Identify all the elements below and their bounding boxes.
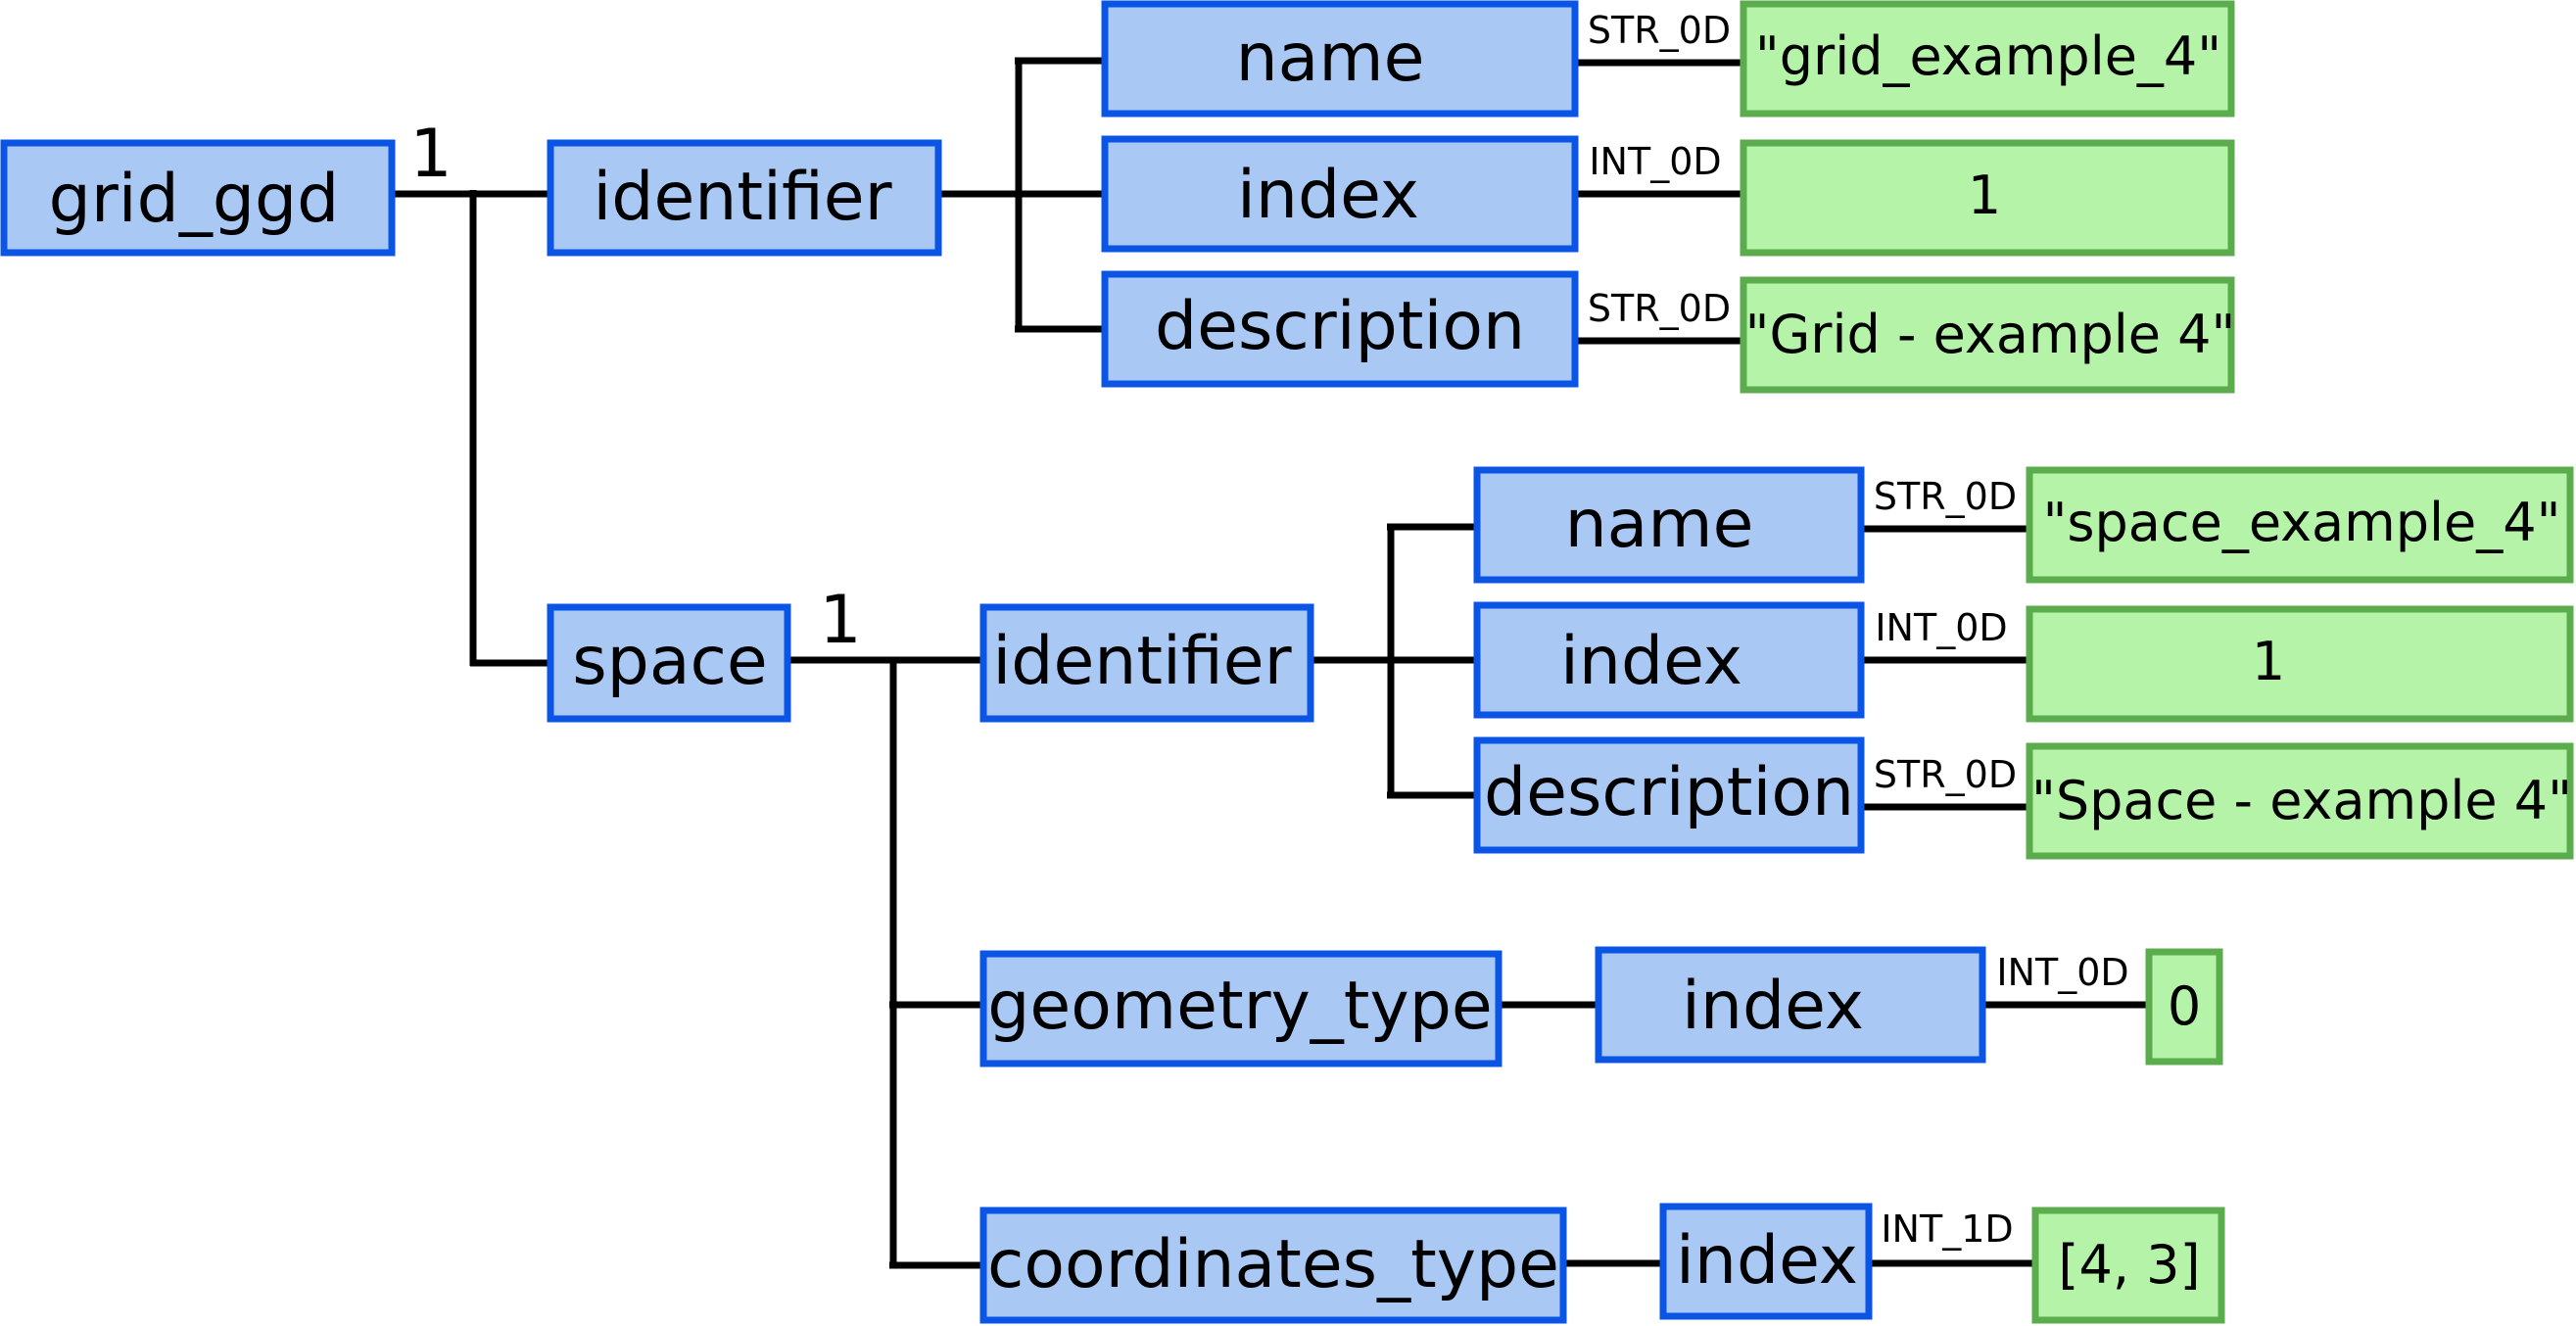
value-identifier-name: "grid_example_4" [1740,0,2235,118]
type-geometry-type-index: INT_0D [1996,951,2128,994]
value-geometry-type-index-text: 0 [2168,975,2201,1037]
node-identifier-label: identifier [593,159,891,236]
node-coordinates-type: coordinates_type [979,1207,1567,1324]
value-coordinates-type-index-text: [4, 3] [2058,1234,2200,1296]
root-multiplicity: 1 [409,116,452,193]
value-coordinates-type-index: [4, 3] [2031,1207,2225,1324]
type-identifier-description: STR_0D [1588,287,1731,330]
node-identifier: identifier [547,139,942,257]
node-identifier-name-label: name [1236,20,1425,97]
value-geometry-type-index: 0 [2145,948,2223,1066]
type-space-identifier-name: STR_0D [1874,475,2017,518]
node-space-identifier: identifier [979,603,1314,723]
node-space-identifier-name: name [1473,466,1865,584]
value-space-identifier-name-text: "space_example_4" [2043,492,2561,553]
type-space-identifier-index: INT_0D [1875,606,2007,649]
node-space-identifier-description: description [1473,736,1865,854]
connector-lines [392,57,2147,1269]
node-identifier-index-label: index [1237,157,1419,234]
value-space-identifier-description-text: "Space - example 4" [2031,770,2572,831]
node-geometry-type: geometry_type [979,950,1503,1067]
space-multiplicity: 1 [819,582,861,659]
node-space-identifier-name-label: name [1565,486,1754,563]
node-identifier-name: name [1101,0,1579,118]
node-space-identifier-label: identifier [992,623,1291,700]
value-space-identifier-index: 1 [2026,605,2574,723]
node-space-label: space [572,623,767,700]
node-identifier-description: description [1101,270,1579,388]
value-space-identifier-index-text: 1 [2252,631,2285,692]
value-identifier-name-text: "grid_example_4" [1755,25,2221,87]
node-identifier-index: index [1101,135,1579,253]
value-identifier-description-text: "Grid - example 4" [1745,304,2236,365]
value-identifier-index: 1 [1740,139,2235,257]
type-coordinates-type-index: INT_1D [1881,1208,2013,1251]
type-identifier-name: STR_0D [1588,9,1731,52]
node-space-identifier-description-label: description [1484,754,1854,831]
node-space-identifier-index-label: index [1560,623,1742,700]
node-grid-ggd-label: grid_ggd [49,161,340,238]
node-geometry-type-label: geometry_type [987,968,1492,1045]
value-identifier-index-text: 1 [1968,165,2001,226]
node-space-identifier-index: index [1473,601,1865,719]
node-coordinates-type-index-label: index [1676,1222,1858,1300]
node-coordinates-type-label: coordinates_type [987,1226,1559,1303]
value-space-identifier-name: "space_example_4" [2026,466,2574,584]
node-identifier-description-label: description [1155,288,1525,365]
value-identifier-description: "Grid - example 4" [1740,276,2236,394]
type-space-identifier-description: STR_0D [1874,753,2017,796]
value-space-identifier-description: "Space - example 4" [2026,742,2574,860]
node-space: space [547,603,791,723]
type-identifier-index: INT_0D [1589,140,1721,183]
node-geometry-type-index: index [1595,946,1986,1064]
node-geometry-type-index-label: index [1682,968,1864,1045]
node-grid-ggd: grid_ggd [0,139,396,257]
node-coordinates-type-index: index [1659,1203,1873,1320]
